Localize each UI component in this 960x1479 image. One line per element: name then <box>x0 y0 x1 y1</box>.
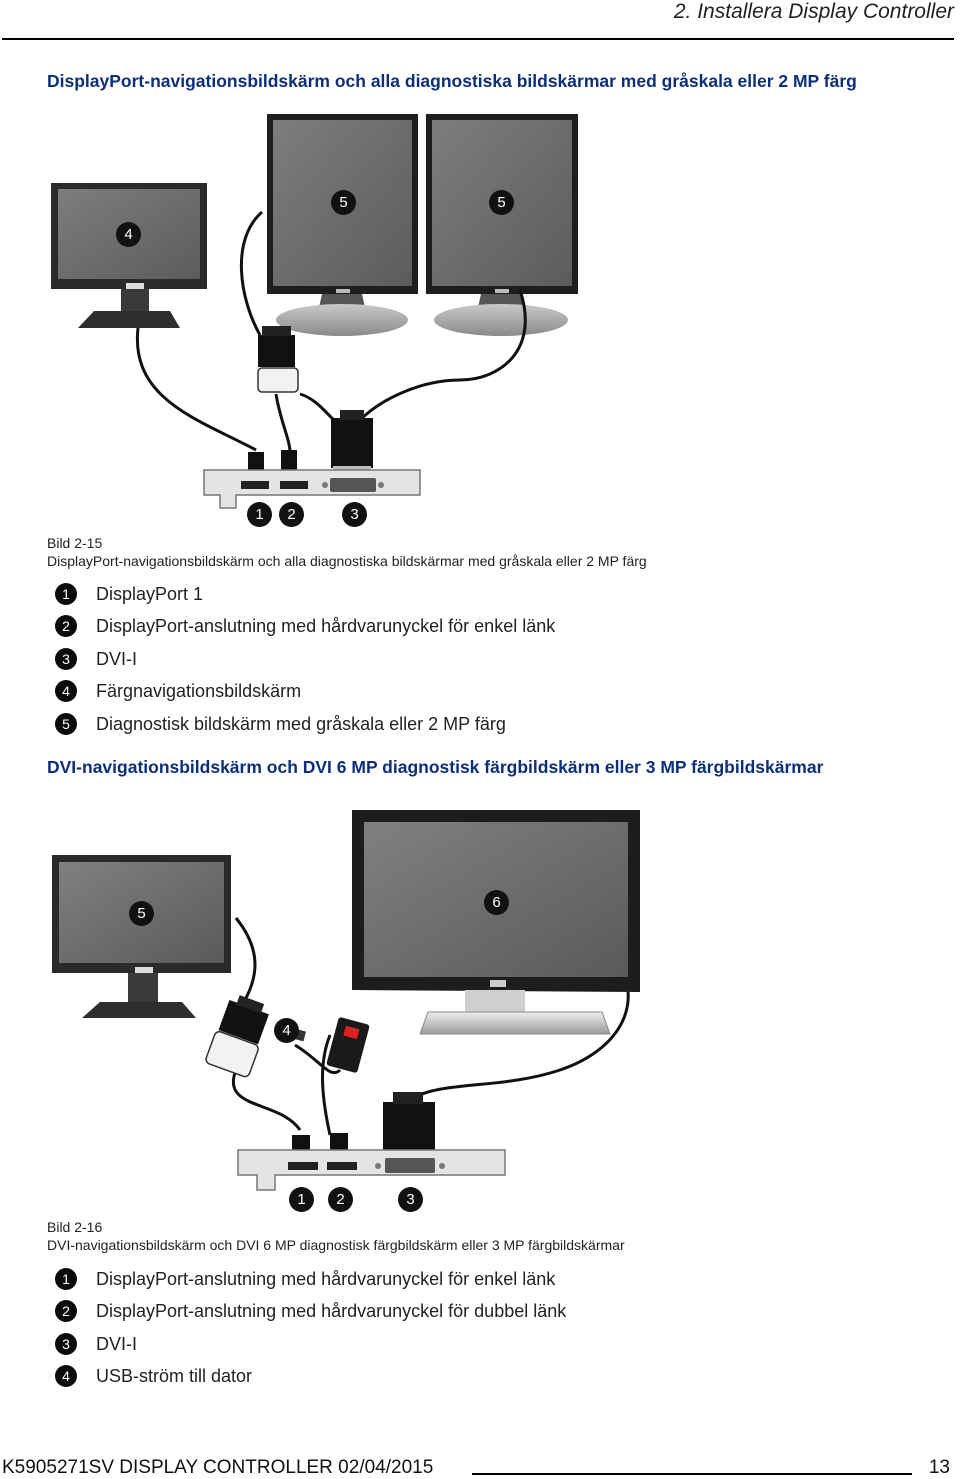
legend-text: DisplayPort-anslutning med hårdvarunycke… <box>96 615 556 636</box>
legend-item: 5 Diagnostisk bildskärm med gråskala ell… <box>55 711 506 737</box>
legend-text: DisplayPort 1 <box>96 583 204 604</box>
figure-caption-text-2: DVI-navigationsbildskärm och DVI 6 MP di… <box>47 1237 625 1253</box>
legend-number: 3 <box>55 648 77 670</box>
figure-2-15-illustration <box>51 114 578 509</box>
legend-item: 4 USB-ström till dator <box>55 1363 252 1389</box>
footer-document-info: K5905271SV DISPLAY CONTROLLER 02/04/2015 <box>2 1457 434 1478</box>
legend-item: 2 DisplayPort-anslutning med hårdvarunyc… <box>55 613 555 639</box>
callout-3: 3 <box>342 502 367 527</box>
dvi-dp-adapter <box>257 326 299 393</box>
callout-5: 5 <box>129 901 154 926</box>
legend-item: 1 DisplayPort-anslutning med hårdvarunyc… <box>55 1266 555 1292</box>
section-heading-1: DisplayPort-navigationsbildskärm och all… <box>47 71 857 91</box>
legend-number: 3 <box>55 1333 77 1355</box>
figure-2-15: 4 5 5 1 2 3 <box>0 105 960 530</box>
legend-item: 1 DisplayPort 1 <box>55 581 203 607</box>
dvi-dp-adapter <box>205 995 269 1078</box>
legend-item: 2 DisplayPort-anslutning med hårdvarunyc… <box>55 1298 566 1324</box>
chapter-title: 2. Installera Display Controller <box>673 0 954 23</box>
dvi-plug <box>383 1092 435 1156</box>
legend-text: Diagnostisk bildskärm med gråskala eller… <box>96 713 506 734</box>
legend-text: USB-ström till dator <box>96 1365 253 1386</box>
legend-item: 4 Färgnavigationsbildskärm <box>55 678 301 704</box>
callout-3: 3 <box>398 1187 423 1212</box>
legend-text: DVI-I <box>96 1333 138 1354</box>
figure-2-16: 5 6 4 1 2 3 <box>0 800 960 1215</box>
legend-text: DVI-I <box>96 648 138 669</box>
diagnostic-monitor-1 <box>267 114 418 336</box>
legend-number: 1 <box>55 583 77 605</box>
legend-number: 2 <box>55 1300 77 1322</box>
figure-caption-text-1: DisplayPort-navigationsbildskärm och all… <box>47 553 647 569</box>
legend-number: 2 <box>55 615 77 637</box>
callout-1: 1 <box>289 1187 314 1212</box>
footer-divider <box>472 1473 912 1475</box>
callout-2: 2 <box>328 1187 353 1212</box>
legend-number: 4 <box>55 680 77 702</box>
dvi-plug <box>331 410 373 470</box>
legend-text: DisplayPort-anslutning med hårdvarunycke… <box>96 1268 556 1289</box>
callout-4: 4 <box>116 222 141 247</box>
navigation-monitor <box>51 183 207 328</box>
figure-2-16-illustration <box>52 810 640 1191</box>
legend-number: 1 <box>55 1268 77 1290</box>
callout-1: 1 <box>247 502 272 527</box>
page-number: 13 <box>928 1457 950 1478</box>
graphics-card-bracket <box>237 1149 506 1191</box>
legend-item: 3 DVI-I <box>55 1331 137 1357</box>
figure-caption-id-1: Bild 2-15 <box>47 535 103 551</box>
callout-4: 4 <box>274 1018 299 1043</box>
callout-5a: 5 <box>331 190 356 215</box>
usb-power-dongle <box>289 1017 370 1073</box>
callout-6: 6 <box>484 890 509 915</box>
diagnostic-color-monitor <box>352 810 640 1035</box>
callout-2: 2 <box>279 502 304 527</box>
legend-number: 5 <box>55 713 77 735</box>
figure-caption-id-2: Bild 2-16 <box>47 1219 103 1235</box>
legend-number: 4 <box>55 1365 77 1387</box>
legend-item: 3 DVI-I <box>55 646 137 672</box>
legend-text: Färgnavigationsbildskärm <box>96 680 302 701</box>
header-divider <box>2 38 954 40</box>
diagnostic-monitor-2 <box>426 114 578 336</box>
navigation-monitor <box>52 855 231 1018</box>
legend-text: DisplayPort-anslutning med hårdvarunycke… <box>96 1300 567 1321</box>
section-heading-2: DVI-navigationsbildskärm och DVI 6 MP di… <box>47 757 824 777</box>
graphics-card-bracket <box>203 469 421 509</box>
callout-5b: 5 <box>489 190 514 215</box>
